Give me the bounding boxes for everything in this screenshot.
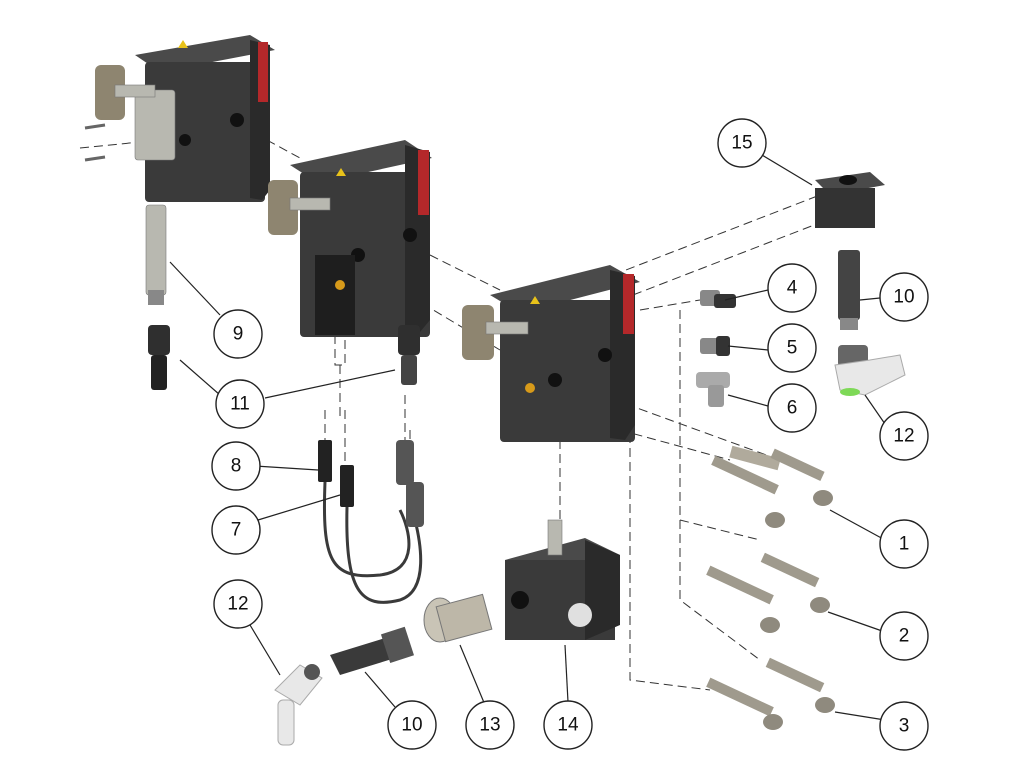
callout-label: 12 <box>227 594 248 615</box>
gripper-module-front <box>462 265 640 442</box>
angled-connector-12-right <box>834 345 906 396</box>
callout-label: 3 <box>899 716 910 737</box>
callout-label: 6 <box>787 398 798 419</box>
callout-label: 1 <box>899 534 910 555</box>
threaded-bushing-13 <box>423 593 493 643</box>
cable-connector-11 <box>398 325 420 385</box>
callout-12-right: 12 <box>879 411 929 461</box>
cable-connector-11-left <box>148 325 170 390</box>
callout-3: 3 <box>879 701 929 751</box>
proximity-sensor-10-right <box>838 250 860 330</box>
callout-label: 9 <box>233 324 244 345</box>
callout-12-left: 12 <box>213 579 263 629</box>
callout-label: 10 <box>401 715 422 736</box>
callout-9: 9 <box>213 309 263 359</box>
leader-lines <box>169 154 886 721</box>
callout-5: 5 <box>767 323 817 373</box>
stop-bolt-set-1 <box>711 445 833 528</box>
gripper-module-rear <box>84 35 275 202</box>
callout-label: 2 <box>899 626 910 647</box>
callout-11: 11 <box>215 379 265 429</box>
callout-6: 6 <box>767 383 817 433</box>
magnetic-sensors-7-8 <box>318 440 424 604</box>
callout-label: 12 <box>893 426 914 447</box>
callout-4: 4 <box>767 263 817 313</box>
callout-label: 15 <box>731 133 752 154</box>
callout-15: 15 <box>717 118 767 168</box>
callout-label: 13 <box>479 715 500 736</box>
sensor-bracket-15 <box>815 172 885 228</box>
callout-label: 8 <box>231 456 242 477</box>
pneumatic-fitting-4 <box>700 290 736 308</box>
angled-connector-12-left <box>274 664 323 746</box>
pneumatic-fitting-6 <box>696 372 730 407</box>
callout-13: 13 <box>465 700 515 750</box>
callout-label: 7 <box>231 520 242 541</box>
proximity-sensor-10-left <box>330 626 414 675</box>
callout-14: 14 <box>543 700 593 750</box>
callout-label: 5 <box>787 338 798 359</box>
callout-10-left: 10 <box>387 700 437 750</box>
mounting-block-14 <box>505 519 620 640</box>
callout-7: 7 <box>211 505 261 555</box>
callout-label: 14 <box>557 715 579 736</box>
callout-label: 11 <box>230 394 250 415</box>
sensor-9 <box>145 204 167 305</box>
callout-label: 10 <box>893 287 914 308</box>
callout-2: 2 <box>879 611 929 661</box>
callout-10-right: 10 <box>879 272 929 322</box>
stop-bolt-set-3 <box>706 657 835 730</box>
pneumatic-fitting-5 <box>700 336 730 356</box>
gripper-module-middle <box>268 140 432 337</box>
callout-1: 1 <box>879 519 929 569</box>
callout-8: 8 <box>211 441 261 491</box>
callout-label: 4 <box>787 278 798 299</box>
stop-bolt-set-2 <box>706 552 830 633</box>
